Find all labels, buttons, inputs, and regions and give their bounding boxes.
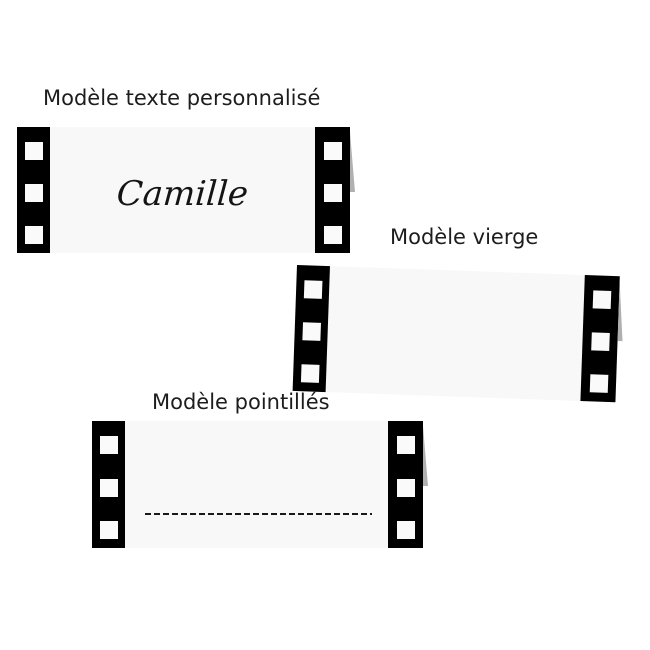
film-hole [396,436,415,454]
film-hole [592,290,611,309]
model-title-custom-text: Modèle texte personnalisé [43,86,321,110]
card-fold-shadow [423,426,428,486]
film-strip-right [580,275,620,403]
film-hole [323,184,342,202]
film-hole [396,478,415,497]
guest-name-text [455,330,456,338]
film-hole [323,226,342,244]
card-body [326,266,585,401]
model-title-blank: Modèle vierge [390,225,539,249]
film-hole [99,521,118,539]
film-hole [590,332,610,351]
place-card-custom-text: Camille [17,127,355,253]
film-hole [24,142,43,160]
film-hole [300,364,320,383]
card-body [125,421,388,548]
card-body: Camille [50,127,315,253]
film-strip-right [315,127,350,253]
card-fold-shadow [350,132,355,192]
film-strip-left [292,265,330,393]
model-title-dotted: Modèle pointillés [152,390,330,414]
film-strip-left [17,127,50,253]
film-hole [396,521,415,539]
film-strip-right [388,421,423,548]
film-hole [99,478,118,497]
film-hole [24,226,43,244]
film-hole [24,184,43,202]
film-strip-left [92,421,125,548]
guest-name-text: Camille [115,174,250,214]
place-card-dotted [92,421,428,548]
film-hole [303,280,322,299]
film-hole [99,436,118,454]
film-hole [301,322,321,341]
film-hole [323,142,342,160]
place-card-blank [292,265,620,403]
film-hole [589,374,608,393]
dotted-write-line [145,513,372,515]
